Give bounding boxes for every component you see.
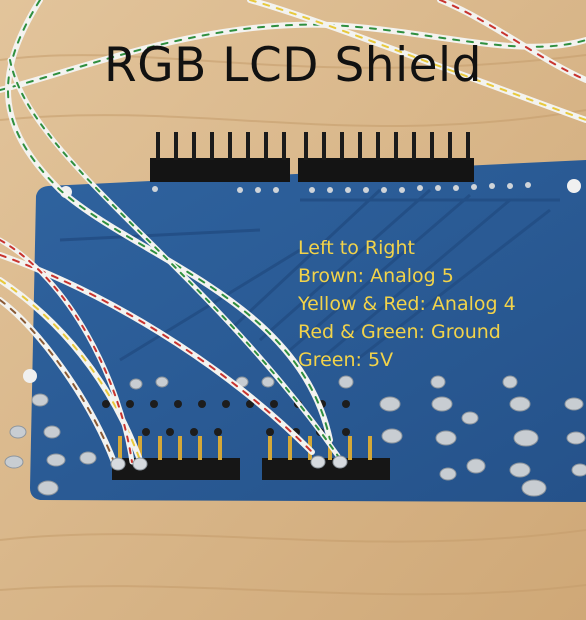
legend-line: Left to Right bbox=[298, 237, 415, 259]
legend-line: Yellow & Red: Analog 4 bbox=[298, 293, 516, 315]
wires bbox=[0, 0, 586, 465]
photo-title: RGB LCD Shield bbox=[104, 38, 482, 93]
legend-line: Brown: Analog 5 bbox=[298, 265, 454, 287]
pcb-board bbox=[30, 160, 586, 502]
wood-grain bbox=[0, 54, 586, 596]
legend-line: Red & Green: Ground bbox=[298, 321, 501, 343]
bottom-header-right bbox=[262, 436, 390, 480]
pcb-traces bbox=[59, 188, 560, 367]
legend-line: Green: 5V bbox=[298, 349, 394, 371]
top-header bbox=[150, 132, 474, 182]
solder-pads bbox=[4, 375, 586, 497]
top-solder-row bbox=[152, 182, 531, 193]
wire-joints bbox=[110, 455, 348, 471]
wiring-legend: Left to Right Brown: Analog 5 Yellow & R… bbox=[298, 234, 516, 374]
